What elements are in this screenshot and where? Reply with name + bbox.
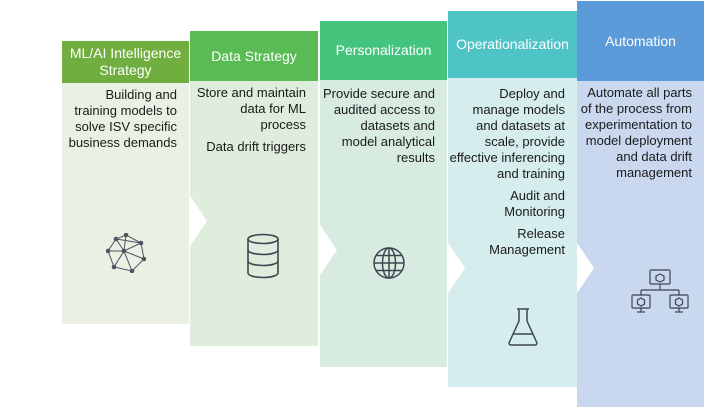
step-body: Deploy and manage models and datasets at… [448, 78, 577, 387]
step-title: ML/AI Intelligence Strategy [69, 45, 182, 78]
step-item: Deploy and manage models and datasets at… [449, 86, 565, 181]
step-title: Data Strategy [211, 47, 297, 64]
step-title: Personalization [335, 42, 432, 58]
step-body-bg [190, 81, 318, 346]
step-body: Provide secure and audited access to dat… [320, 80, 447, 367]
step-header: Data Strategy [190, 31, 318, 81]
step-automation: Automation Automate all parts of the pro… [577, 1, 704, 407]
step-item: Provide secure and audited access to dat… [323, 86, 436, 165]
step-ml-ai-strategy: ML/AI Intelligence Strategy Building and… [62, 41, 189, 324]
step-header: ML/AI Intelligence Strategy [62, 41, 189, 83]
step-operationalization: Operationalization Deploy and manage mod… [448, 11, 577, 387]
step-item: Release Management [489, 226, 565, 257]
step-item: Data drift triggers [206, 139, 306, 154]
step-item: Building and training models to solve IS… [68, 87, 177, 150]
step-item: Audit and Monitoring [504, 188, 565, 219]
step-body: Automate all parts of the process from e… [577, 81, 704, 407]
step-body: Building and training models to solve IS… [62, 83, 189, 324]
step-body-bg [62, 83, 189, 324]
step-body-bg [577, 81, 704, 407]
step-header: Personalization [320, 21, 447, 80]
step-title: Automation [605, 32, 676, 49]
step-body-bg [320, 80, 447, 367]
step-personalization: Personalization Provide secure and audit… [320, 21, 447, 367]
step-data-strategy: Data Strategy Store and maintain data fo… [190, 31, 318, 346]
step-body: Store and maintain data for ML process D… [190, 81, 318, 346]
step-header: Operationalization [448, 11, 577, 78]
step-body-bg [448, 78, 577, 387]
flask-icon [506, 307, 540, 347]
step-item: Automate all parts of the process from e… [580, 85, 692, 180]
database-icon [246, 233, 280, 279]
hierarchy-icon [631, 269, 689, 313]
step-header: Automation [577, 1, 704, 81]
step-title: Operationalization [456, 36, 569, 52]
globe-icon [372, 246, 406, 280]
network-icon [105, 232, 147, 274]
step-item: Store and maintain data for ML process [196, 85, 306, 132]
